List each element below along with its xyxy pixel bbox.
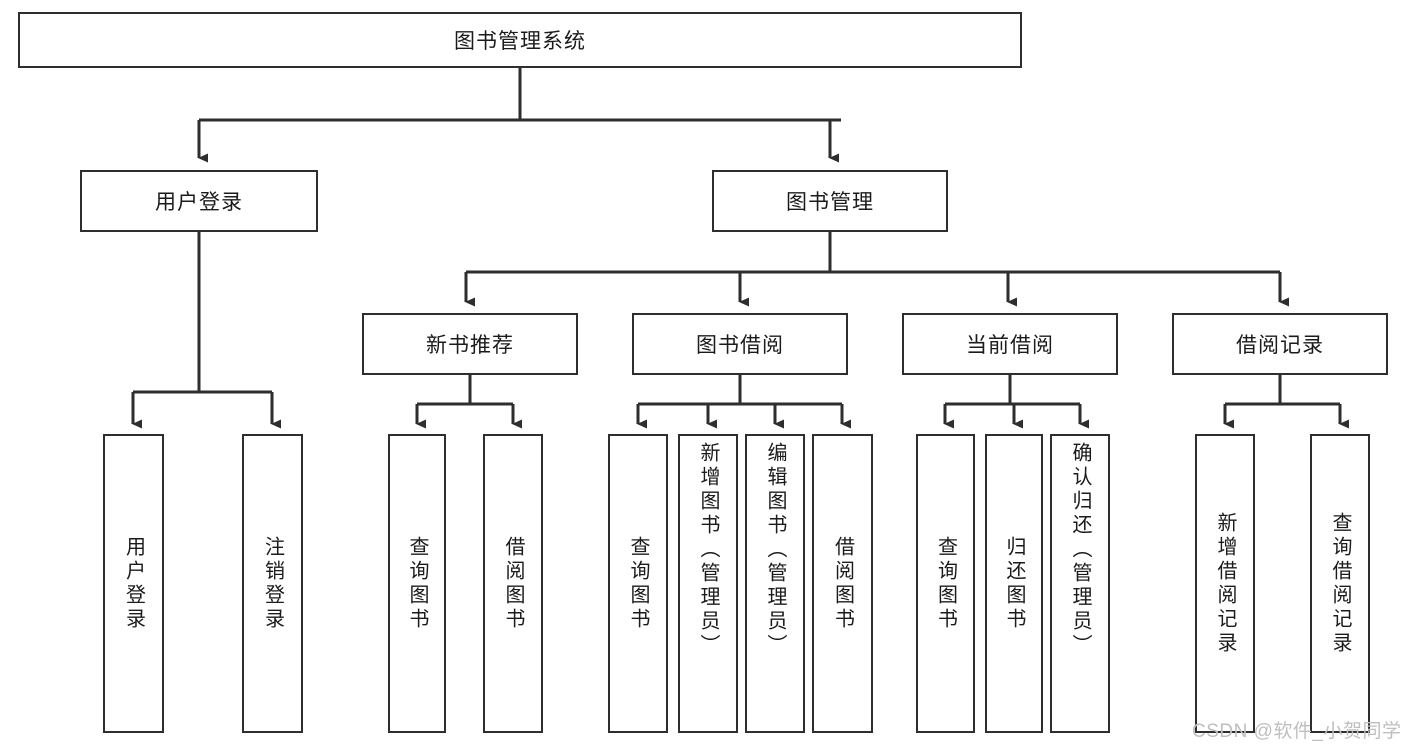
leaf-add-borrow-record-label: 新增借阅记录 [1214, 511, 1236, 656]
csdn-watermark: CSDN @软件_小贺同学 [1192, 721, 1402, 742]
new-book-recommend-node-label: 新书推荐 [426, 334, 514, 357]
leaf-add-book-admin-label: 新增图书（管理员） [697, 442, 719, 658]
leaf-edit-book-admin-label: 编辑图书（管理员） [764, 442, 786, 658]
leaf-return-book-label: 归还图书 [1003, 535, 1025, 632]
leaf-query-borrow-record-label: 查询借阅记录 [1329, 511, 1351, 656]
new-book-recommend-node[interactable]: 新书推荐 [362, 313, 578, 375]
root-node-label: 图书管理系统 [454, 30, 586, 53]
leaf-query-borrow-record[interactable]: 查询借阅记录 [1310, 434, 1370, 733]
leaf-user-login-label: 用户登录 [122, 535, 145, 632]
leaf-query-book-recommend-label: 查询图书 [406, 535, 428, 632]
borrow-record-node-label: 借阅记录 [1236, 334, 1324, 357]
leaf-add-book-admin[interactable]: 新增图书（管理员） [678, 434, 738, 733]
leaf-logout[interactable]: 注销登录 [242, 434, 303, 733]
root-node[interactable]: 图书管理系统 [18, 12, 1022, 68]
leaf-query-book-borrow-label: 查询图书 [627, 535, 649, 632]
leaf-logout-label: 注销登录 [261, 535, 284, 632]
leaf-borrow-book-recommend[interactable]: 借阅图书 [483, 434, 543, 733]
leaf-query-book-current-label: 查询图书 [934, 535, 957, 632]
leaf-query-book-borrow[interactable]: 查询图书 [608, 434, 668, 733]
book-management-node-label: 图书管理 [786, 191, 874, 214]
leaf-confirm-return-admin[interactable]: 确认归还（管理员） [1050, 434, 1110, 733]
user-login-node-label: 用户登录 [155, 191, 243, 214]
leaf-borrow-book[interactable]: 借阅图书 [812, 434, 873, 733]
book-borrow-node[interactable]: 图书借阅 [632, 313, 848, 375]
current-borrow-node[interactable]: 当前借阅 [902, 313, 1118, 375]
leaf-add-borrow-record[interactable]: 新增借阅记录 [1195, 434, 1255, 733]
leaf-confirm-return-admin-label: 确认归还（管理员） [1069, 442, 1091, 658]
book-borrow-node-label: 图书借阅 [696, 334, 784, 357]
current-borrow-node-label: 当前借阅 [966, 334, 1054, 357]
leaf-query-book-current[interactable]: 查询图书 [916, 434, 975, 733]
leaf-query-book-recommend[interactable]: 查询图书 [388, 434, 446, 733]
leaf-return-book[interactable]: 归还图书 [985, 434, 1043, 733]
leaf-edit-book-admin[interactable]: 编辑图书（管理员） [745, 434, 805, 733]
leaf-borrow-book-label: 借阅图书 [831, 535, 854, 632]
book-management-node[interactable]: 图书管理 [712, 170, 948, 232]
leaf-user-login[interactable]: 用户登录 [103, 434, 164, 733]
leaf-borrow-book-recommend-label: 借阅图书 [502, 535, 524, 632]
borrow-record-node[interactable]: 借阅记录 [1172, 313, 1388, 375]
user-login-node[interactable]: 用户登录 [80, 170, 318, 232]
